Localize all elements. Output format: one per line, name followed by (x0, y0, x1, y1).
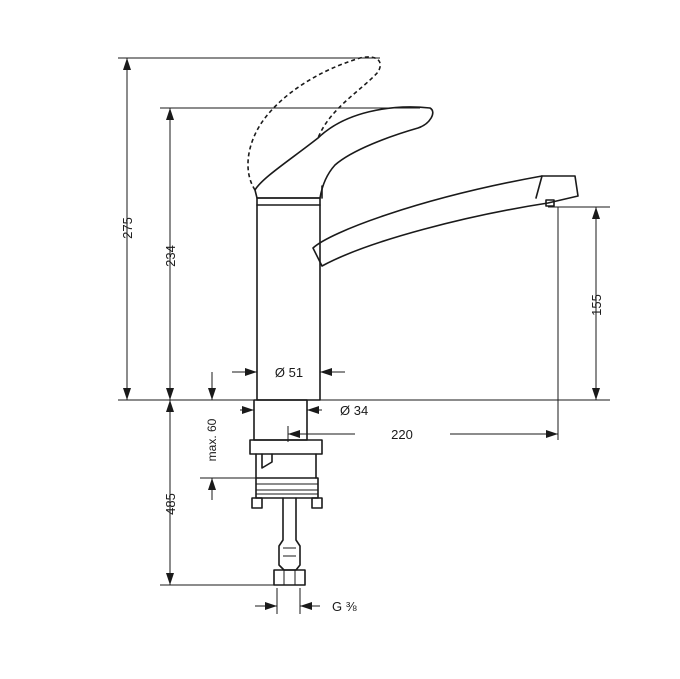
horizontal-dimension-lines (232, 368, 558, 614)
label-total-height: 275 (120, 217, 135, 239)
extension-lines (118, 57, 610, 586)
dimension-lines (123, 58, 600, 585)
label-connection-thread: G ⅜ (332, 599, 357, 614)
label-spout-height: 155 (589, 294, 604, 316)
label-base-diameter: Ø 34 (340, 403, 368, 418)
label-lever-height: 234 (163, 245, 178, 267)
label-body-diameter: Ø 51 (275, 365, 303, 380)
label-below-deck: 485 (163, 493, 178, 515)
faucet-body (249, 106, 579, 586)
label-max-deck-thickness: max. 60 (205, 418, 219, 461)
lever-raised-outline (247, 56, 382, 191)
label-spout-reach: 220 (391, 427, 413, 442)
dimension-labels: 275 234 155 485 max. 60 Ø 51 Ø 34 220 G … (120, 217, 604, 614)
